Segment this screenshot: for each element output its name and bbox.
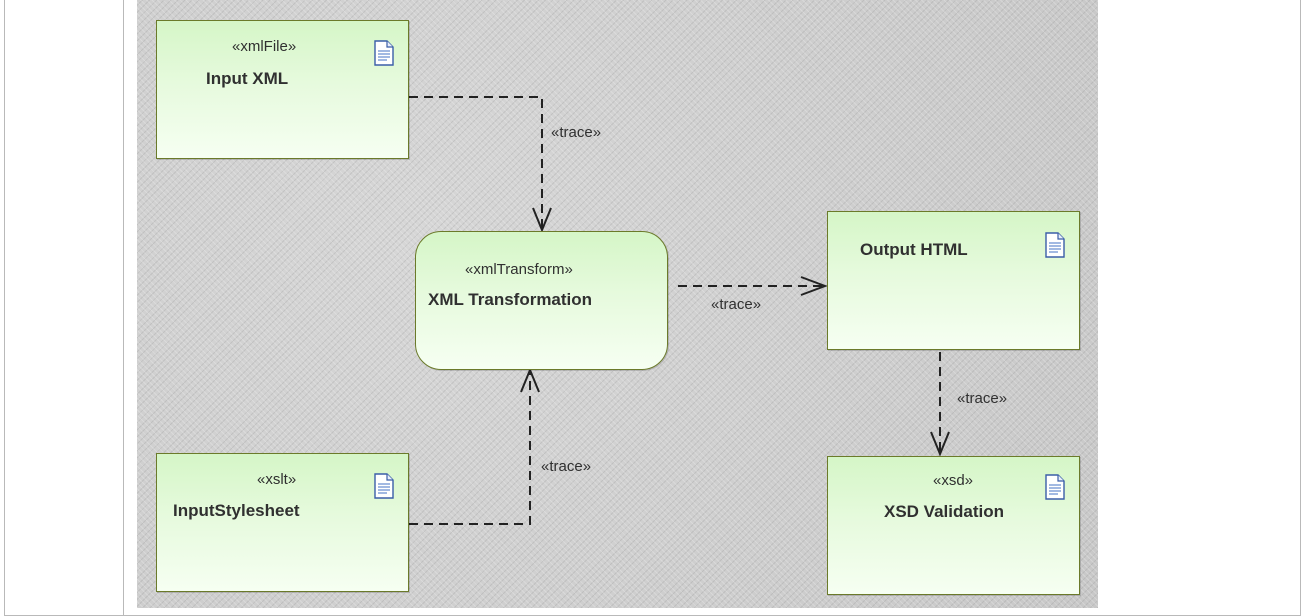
diagram-canvas[interactable]: «xmlFile» Input XML «xmlTransform» XML T… bbox=[137, 0, 1098, 608]
node-output-html[interactable]: Output HTML bbox=[827, 211, 1080, 350]
node-title: XML Transformation bbox=[428, 290, 593, 309]
node-title: Output HTML bbox=[860, 240, 968, 259]
document-icon bbox=[1045, 232, 1065, 258]
node-title: Input XML bbox=[206, 69, 289, 88]
connector-label-trace-output-html: «trace» bbox=[711, 296, 762, 313]
arrowhead-down-xsd-validation bbox=[930, 431, 950, 457]
document-icon bbox=[1045, 474, 1065, 500]
document-icon bbox=[374, 40, 394, 66]
arrowhead-up-xml-transformation bbox=[520, 367, 540, 393]
node-stereotype: «xmlTransform» bbox=[465, 261, 573, 278]
connector-label-trace-xsd-validation: «trace» bbox=[957, 390, 1008, 407]
arrowhead-down-xml-transformation bbox=[532, 207, 552, 233]
node-stereotype: «xslt» bbox=[257, 471, 297, 488]
node-stereotype: «xsd» bbox=[933, 472, 974, 489]
node-xml-transformation[interactable]: «xmlTransform» XML Transformation bbox=[415, 231, 668, 370]
trace-connector-input-xml[interactable] bbox=[409, 96, 543, 228]
node-title: XSD Validation bbox=[884, 502, 1004, 521]
node-stereotype: «xmlFile» bbox=[232, 38, 297, 55]
left-column-divider bbox=[123, 0, 124, 616]
connector-label-trace-input-xml: «trace» bbox=[551, 124, 602, 141]
document-icon bbox=[374, 473, 394, 499]
node-input-xml[interactable]: «xmlFile» Input XML bbox=[156, 20, 409, 159]
arrowhead-right-output-html bbox=[800, 276, 828, 296]
node-title: InputStylesheet bbox=[173, 501, 300, 520]
trace-connector-input-stylesheet[interactable] bbox=[409, 372, 531, 525]
connector-label-trace-input-stylesheet: «trace» bbox=[541, 458, 592, 475]
node-input-stylesheet[interactable]: «xslt» InputStylesheet bbox=[156, 453, 409, 592]
node-xsd-validation[interactable]: «xsd» XSD Validation bbox=[827, 456, 1080, 595]
